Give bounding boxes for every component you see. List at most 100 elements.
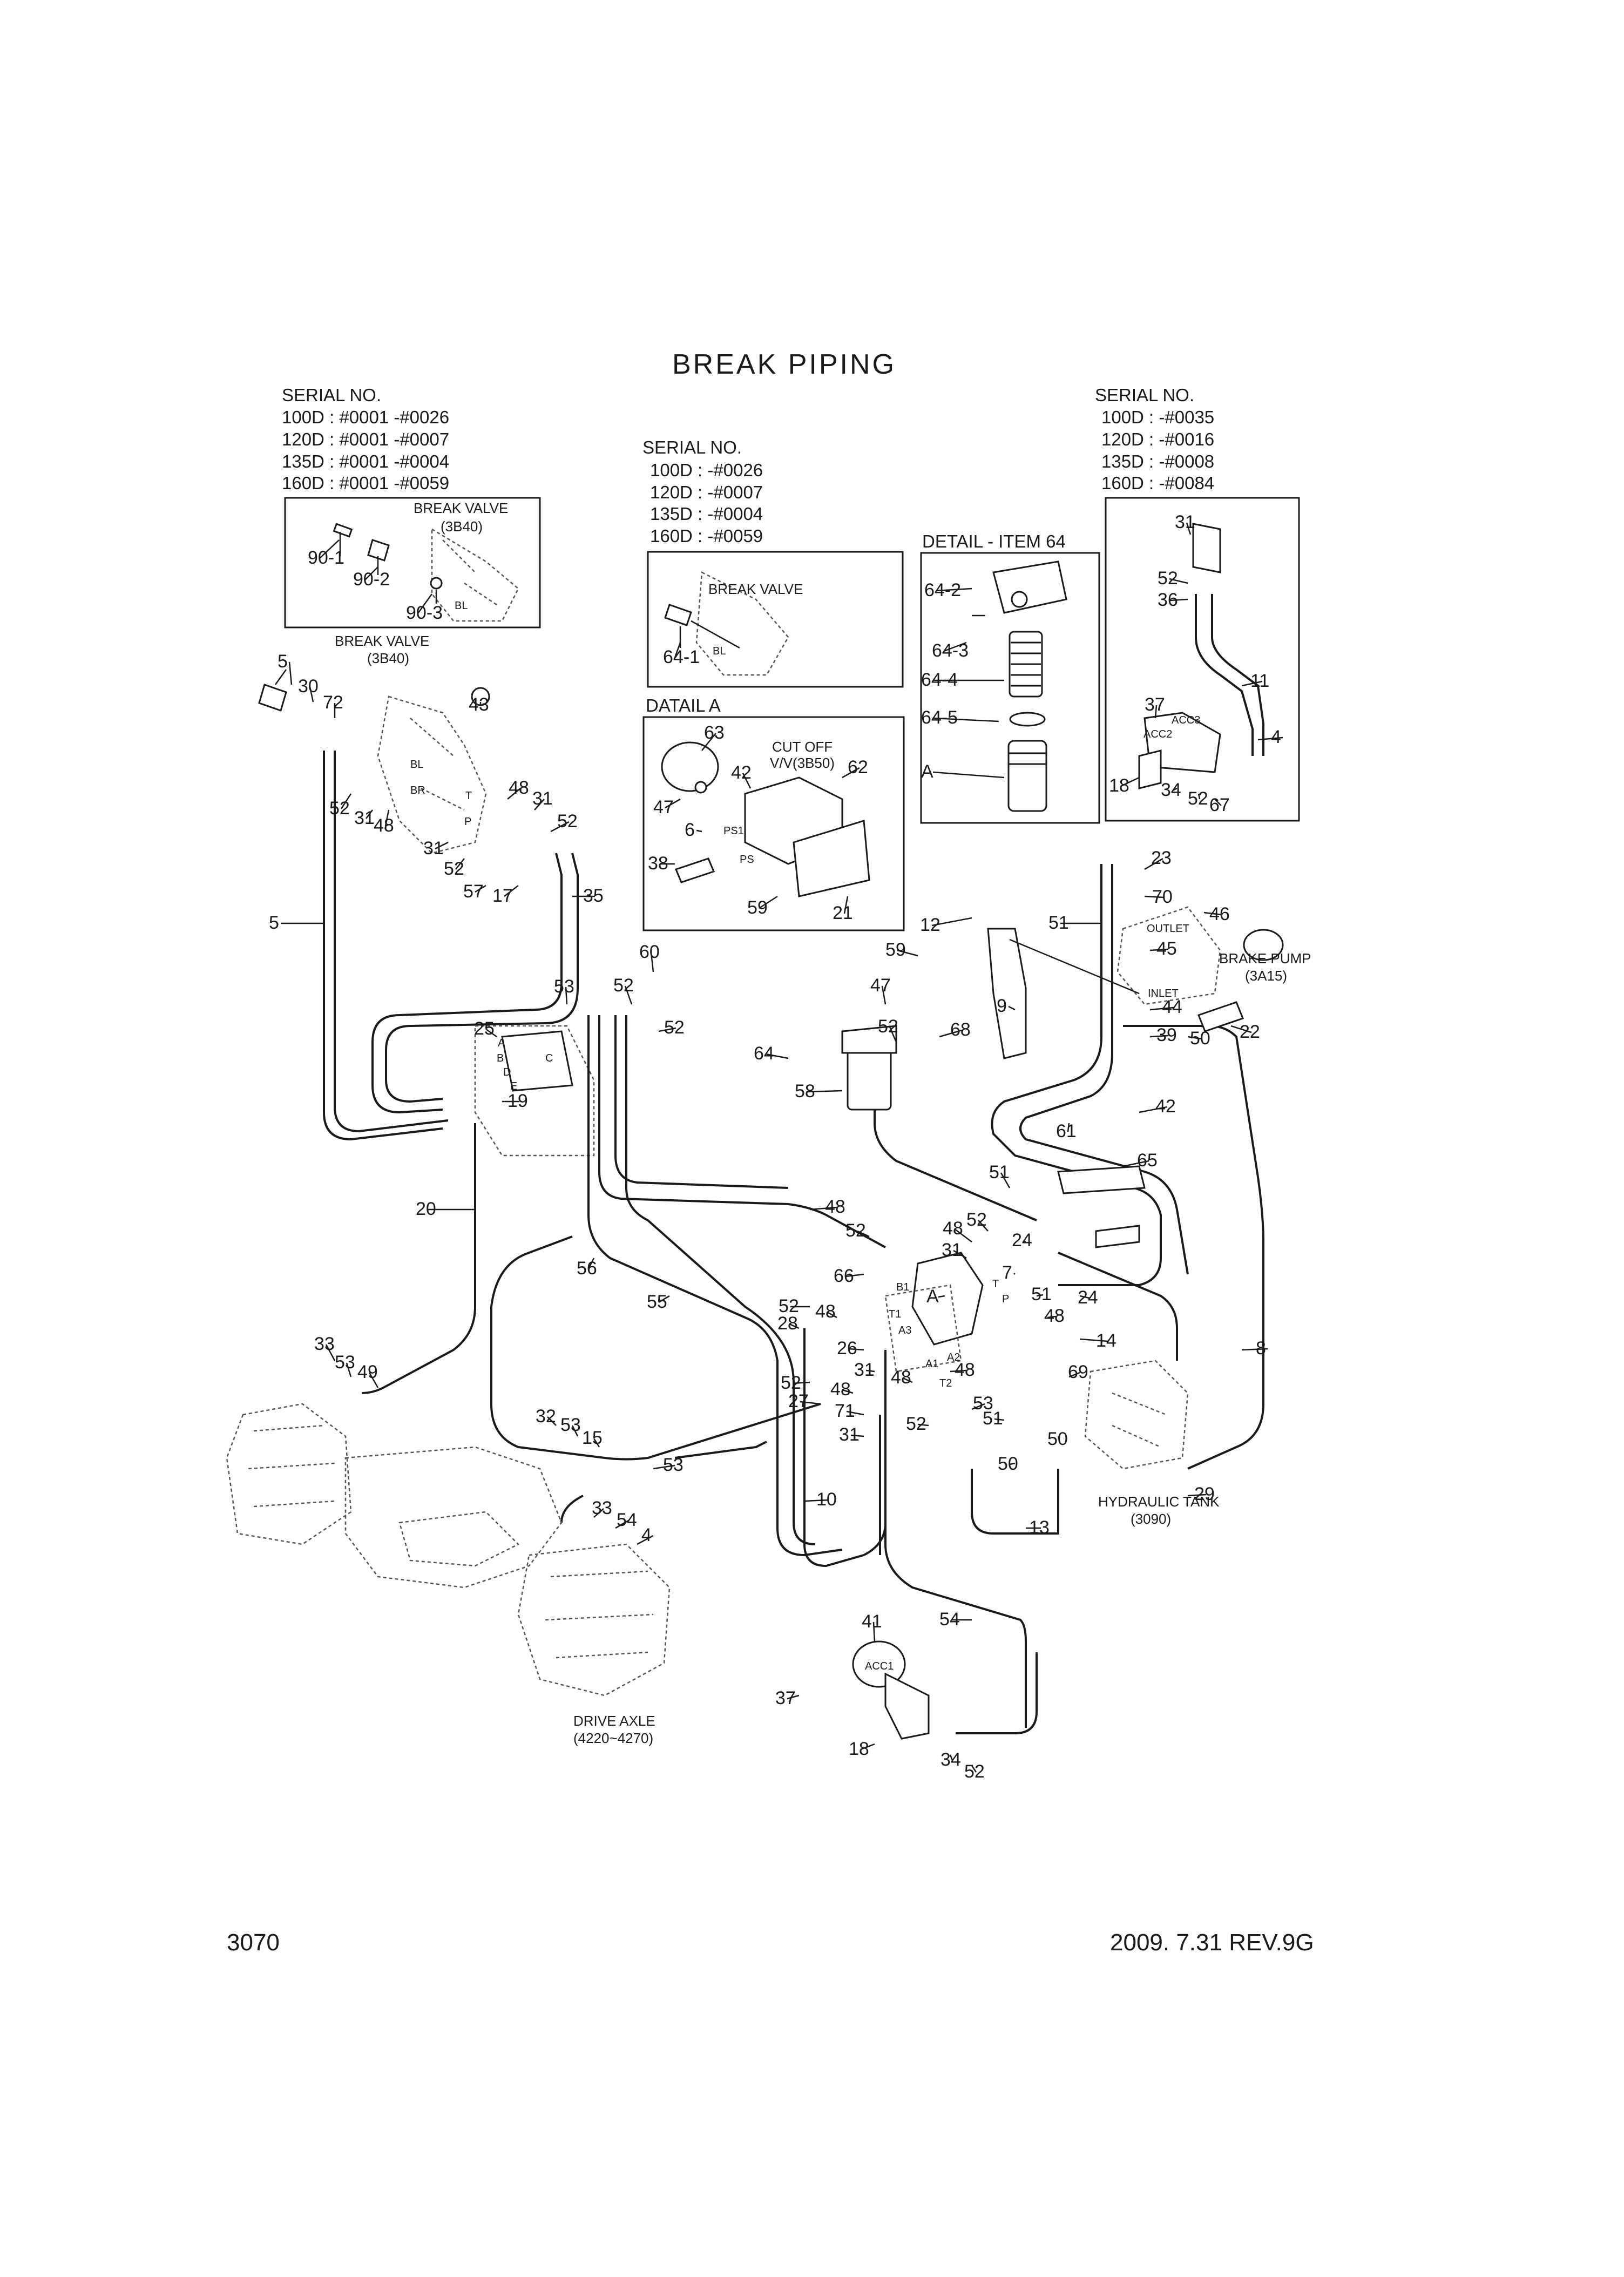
callout-leader [319,539,340,559]
inset-box-right [1105,497,1300,822]
callout-number: 52 [557,811,578,832]
callout-number: 42 [1155,1096,1176,1117]
callout-number: 42 [731,762,752,783]
component-label: (4220~4270) [573,1730,653,1746]
port-label: P [1002,1293,1009,1305]
callout-number: 11 [1250,671,1269,691]
callout-number: 65 [1137,1150,1158,1171]
callout-leader [865,1369,875,1373]
port-label: ACC2 [1143,728,1172,740]
brake-pump: OUTLET INLET BRAKE PUMP (3A15) [1116,906,1311,1032]
callout-number: 12 [920,915,940,935]
callout-number: A [926,1286,939,1307]
callout-number: 64 [754,1043,774,1064]
callout-number: 64-5 [921,707,958,728]
callout-number: 29 [1194,1484,1215,1504]
callout-leader [1139,1106,1168,1113]
port-label: C [545,1052,553,1064]
serial-block-left: SERIAL NO. 100D : #0001 -#0026 120D : #0… [282,385,449,493]
serial-heading: SERIAL NO. [282,385,381,405]
callout-leader [624,985,633,1005]
serial-line: 120D : #0001 -#0007 [282,429,449,449]
callout-number: 37 [775,1688,796,1708]
callout-leader [845,1273,864,1278]
callout-number: 30 [298,676,319,697]
serial-line: 135D : #0001 -#0004 [282,451,449,471]
callout-number: 53 [554,976,574,997]
callout-number: 46 [1209,904,1230,924]
callout-leader [565,987,568,1005]
callout-number: 33 [592,1498,612,1518]
callout-number: 59 [885,940,906,960]
callout-leader [949,1754,953,1761]
callout-leader [1172,787,1178,792]
callout-number: 52 [664,1017,685,1038]
component-label: CUT OFF [772,739,833,755]
callout-leader [1013,1273,1016,1275]
callout-number: 15 [582,1428,603,1448]
callout-leader [417,593,433,614]
callout-number: 48 [509,778,529,798]
callout-leader [507,788,521,800]
callout-number: 37 [1145,694,1165,715]
component-label: V/V(3B50) [770,755,835,771]
callout-number: 45 [1156,938,1177,959]
drive-axle: DRIVE AXLE (4220~4270) [226,1403,671,1746]
callout-leader [1187,1494,1207,1497]
callout-number: 54 [617,1510,637,1530]
callout-leader [800,1401,821,1405]
callout-number: 32 [536,1406,556,1427]
callout-number: 52 [329,798,350,819]
callout-number: 4 [641,1525,652,1545]
callout-leader [1120,776,1140,787]
callout-number: 48 [943,1218,963,1239]
component-label: (3B40) [367,650,409,666]
callout-leader [939,1029,963,1038]
callout-number: 24 [1012,1230,1032,1251]
callout-leader [1230,1025,1252,1033]
callout-number: 51 [989,1162,1010,1183]
component-label: BREAK VALVE [414,500,508,516]
callout-number: 59 [747,897,768,918]
serial-line: 160D : -#0059 [650,526,763,546]
callout-leader [340,793,352,809]
callout-number: 23 [1151,848,1172,868]
component-label: DRIVE AXLE [573,1713,655,1729]
callout-leader [827,1311,837,1319]
callout-number: 31 [423,838,444,859]
detail-item64-title: DETAIL - ITEM 64 [922,531,1066,551]
callout-leader [550,821,570,833]
callout-number: 51 [1048,913,1069,933]
port-label: INLET [1148,988,1179,999]
callout-number: 53 [560,1415,581,1435]
callout-leader [650,952,654,972]
callout-number: 52 [781,1373,801,1393]
diagram-title: BREAK PIPING [672,349,896,380]
callout-leader [897,949,918,957]
callout-leader [850,1434,864,1437]
callout-leader [1000,1172,1011,1188]
filter [841,1025,897,1111]
callout-number: 33 [314,1334,335,1354]
callout-leader [842,1389,854,1394]
callout-number: 13 [1029,1517,1050,1538]
callout-leader [842,767,860,779]
callout-number: 6 [685,820,695,840]
detail-a-title: DATAIL A [646,695,721,715]
callout-number: 52 [1158,568,1178,589]
callout-leader [696,829,702,833]
accumulator-acc1: ACC1 [852,1640,1038,1740]
serial-line: 100D : -#0035 [1101,407,1214,427]
callout-leader [1122,1160,1149,1167]
callout-number: 51 [1031,1284,1052,1305]
component-label: HYDRAULIC TANK [1098,1494,1220,1510]
callout-number: 52 [964,1761,985,1782]
serial-block-right: SERIAL NO. 100D : -#0035 120D : -#0016 1… [1095,385,1214,493]
inset-box-mid [647,551,904,688]
callout-leader [806,1090,843,1093]
callout-number: 90-3 [406,603,443,623]
callout-leader [1036,1294,1044,1297]
callout-number: 64-3 [932,640,969,661]
callout-number: 19 [508,1091,528,1111]
